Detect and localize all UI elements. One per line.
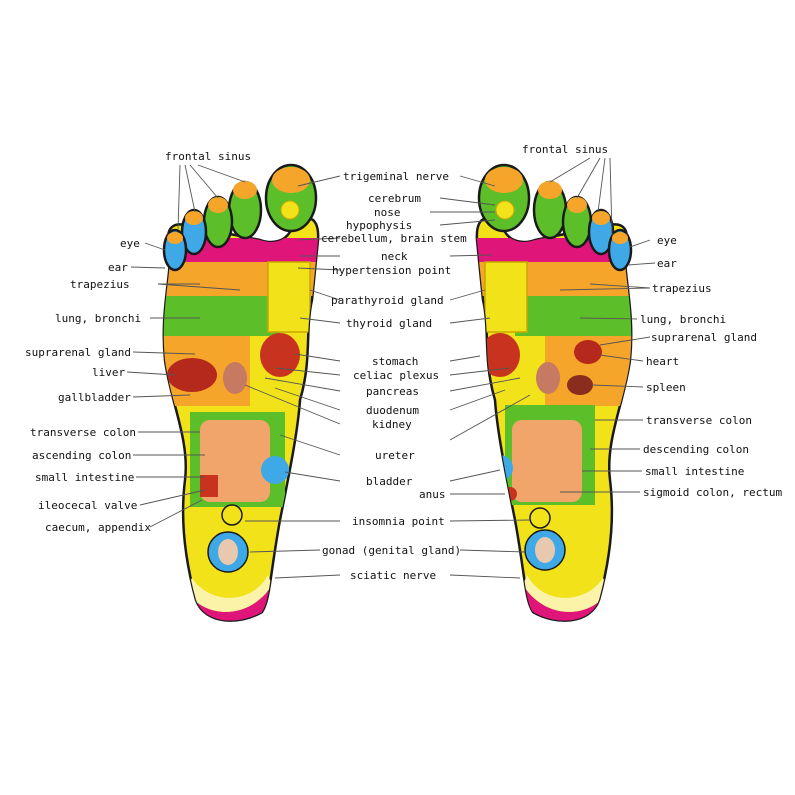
label-duodenum: duodenum [366, 404, 419, 417]
left-toe-4-tip [185, 211, 203, 225]
label-neck: neck [381, 250, 408, 263]
label-left-transverse-colon: transverse colon [30, 426, 136, 439]
left-gonad-organ [218, 539, 238, 565]
left-kidney-organ [223, 362, 247, 394]
label-right-spleen: spleen [646, 381, 686, 394]
right-small-intestine [512, 420, 582, 502]
label-left-liver: liver [92, 366, 125, 379]
label-gonad: gonad (genital gland) [322, 544, 461, 557]
left-foot [160, 165, 330, 640]
left-big-toe-tip [272, 167, 310, 193]
right-thyroid-zone [485, 262, 527, 332]
label-bladder: bladder [366, 475, 413, 488]
label-right-suprarenal-gland: suprarenal gland [651, 331, 757, 344]
label-right-sigmoid-colon-rectum: sigmoid colon, rectum [643, 486, 782, 499]
right-toe-5-tip [612, 232, 628, 244]
left-toe-2-tip [233, 181, 257, 199]
label-left-suprarenal-gland: suprarenal gland [25, 346, 131, 359]
label-ureter: ureter [375, 449, 415, 462]
left-thyroid-zone [268, 262, 310, 332]
label-left-gallbladder: gallbladder [58, 391, 131, 404]
label-left-frontal-sinus: frontal sinus [165, 150, 251, 163]
right-toe-4-tip [592, 211, 610, 225]
left-toe-5-tip [167, 232, 183, 244]
left-toe-3-tip [208, 197, 228, 213]
label-cerebellum-brain-stem: cerebellum, brain stem [321, 232, 467, 245]
right-hypophysis-point [496, 201, 514, 219]
label-pancreas: pancreas [366, 385, 419, 398]
label-stomach: stomach [372, 355, 418, 368]
label-celiac-plexus: celiac plexus [353, 369, 439, 382]
label-sciatic-nerve: sciatic nerve [350, 569, 436, 582]
label-right-ear: ear [657, 257, 677, 270]
label-kidney: kidney [372, 418, 412, 431]
right-foot [465, 165, 635, 640]
center-labels: trigeminal nerve cerebrum nose hypophysi… [321, 170, 467, 582]
label-cerebrum: cerebrum [368, 192, 421, 205]
label-right-eye: eye [657, 234, 677, 247]
label-left-ascending-colon: ascending colon [32, 449, 131, 462]
right-heart-organ [574, 340, 602, 364]
label-left-trapezius: trapezius [70, 278, 130, 291]
label-parathyroid-gland: parathyroid gland [331, 294, 444, 307]
left-caecum-organ [200, 475, 218, 497]
right-spleen-organ [567, 375, 593, 395]
label-left-ear: ear [108, 261, 128, 274]
left-lung-zone [160, 296, 280, 336]
right-bladder-organ [487, 455, 513, 481]
label-left-ileocecal-valve: ileocecal valve [38, 499, 137, 512]
label-insomnia-point: insomnia point [352, 515, 445, 528]
right-gonad-organ [535, 537, 555, 563]
label-right-small-intestine: small intestine [645, 465, 744, 478]
label-left-small-intestine: small intestine [35, 471, 134, 484]
label-trigeminal-nerve: trigeminal nerve [343, 170, 449, 183]
left-insomnia-point [222, 505, 242, 525]
label-hypertension-point: hypertension point [332, 264, 451, 277]
right-kidney-organ [536, 362, 560, 394]
label-thyroid-gland: thyroid gland [346, 317, 432, 330]
label-right-transverse-colon: transverse colon [646, 414, 752, 427]
label-right-lung-bronchi: lung, bronchi [640, 313, 726, 326]
label-right-heart: heart [646, 355, 679, 368]
label-left-lung-bronchi: lung, bronchi [55, 312, 141, 325]
label-left-caecum-appendix: caecum, appendix [45, 521, 151, 534]
label-hypophysis: hypophysis [346, 219, 412, 232]
right-big-toe-tip [485, 167, 523, 193]
left-hypophysis-point [281, 201, 299, 219]
left-bladder-organ [261, 456, 289, 484]
right-toe-2-tip [538, 181, 562, 199]
label-right-frontal-sinus: frontal sinus [522, 143, 608, 156]
right-insomnia-point [530, 508, 550, 528]
label-right-descending-colon: descending colon [643, 443, 749, 456]
label-anus: anus [419, 488, 446, 501]
label-left-eye: eye [120, 237, 140, 250]
right-lung-zone [515, 296, 635, 336]
right-toe-3-tip [567, 197, 587, 213]
label-nose: nose [374, 206, 401, 219]
label-right-trapezius: trapezius [652, 282, 712, 295]
